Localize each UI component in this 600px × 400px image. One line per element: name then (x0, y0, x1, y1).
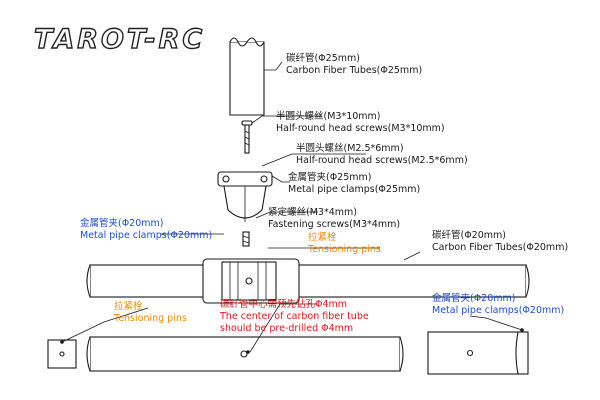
metal-clamp-20-center (202, 258, 300, 304)
label-text: 金属管夹(Φ20mm) (80, 217, 164, 229)
label-text: 半圆头螺丝(M3*10mm) (276, 110, 381, 122)
label-text: 碳纤管中心需预先钻孔Φ4mm (220, 298, 347, 310)
label-text: 金属管夹(Φ20mm) (432, 292, 516, 304)
screw-m3x10 (241, 120, 253, 154)
metal-clamp-20-side (427, 331, 529, 375)
tensioning-pin-block (47, 339, 77, 369)
leader-lines (61, 61, 523, 353)
label-text: 拉紧栓 (114, 300, 143, 312)
label-text: 拉紧栓 (308, 231, 337, 243)
label-clamp-20-left: 金属管夹(Φ20mm) Metal pipe clamps(Φ20mm) (80, 217, 212, 241)
label-text: 碳纤管(Φ25mm) (286, 52, 360, 64)
label-screw-m25x6: 半圆头螺丝(M2.5*6mm) Half-round head screws(M… (296, 142, 468, 166)
label-text: Metal pipe clamps(Φ20mm) (432, 305, 564, 316)
label-text: 紧定螺丝(M3*4mm) (268, 206, 357, 218)
label-text: Carbon Fiber Tubes(Φ20mm) (432, 242, 568, 253)
carbon-tube-25 (229, 37, 265, 116)
label-text: Fastening screws(M3*4mm) (268, 219, 400, 230)
label-predrill-note: 碳纤管中心需预先钻孔Φ4mm The center of carbon fibe… (219, 298, 369, 334)
carbon-tube-20-drilled (86, 336, 404, 372)
metal-clamp-25 (217, 171, 273, 222)
label-screw-m3x10: 半圆头螺丝(M3*10mm) Half-round head screws(M3… (276, 110, 445, 134)
label-text: 金属管夹(Φ25mm) (288, 171, 372, 183)
label-text: Half-round head screws(M3*10mm) (276, 123, 445, 134)
fastening-screw-m3x4 (242, 231, 250, 247)
label-fastening-screw: 紧定螺丝(M3*4mm) Fastening screws(M3*4mm) (268, 206, 400, 230)
label-carbon-25: 碳纤管(Φ25mm) Carbon Fiber Tubes(Φ25mm) (286, 52, 422, 76)
brand-logo: TAROT-RC (34, 24, 205, 55)
label-tensioning-pin-top: 拉紧栓 Tensioning pins (307, 231, 381, 255)
label-text: Carbon Fiber Tubes(Φ25mm) (286, 65, 422, 76)
label-clamp-25: 金属管夹(Φ25mm) Metal pipe clamps(Φ25mm) (288, 171, 420, 195)
label-text: Metal pipe clamps(Φ20mm) (80, 230, 212, 241)
label-text: The center of carbon fiber tube (219, 311, 369, 322)
label-clamp-20-right: 金属管夹(Φ20mm) Metal pipe clamps(Φ20mm) (432, 292, 564, 316)
label-text: 碳纤管(Φ20mm) (432, 229, 506, 241)
label-text: should be pre-drilled Φ4mm (220, 323, 353, 334)
label-text: Half-round head screws(M2.5*6mm) (296, 155, 468, 166)
label-carbon-20: 碳纤管(Φ20mm) Carbon Fiber Tubes(Φ20mm) (432, 229, 568, 253)
carbon-tube-20 (86, 264, 530, 298)
label-text: Tensioning pins (113, 313, 187, 324)
label-text: 半圆头螺丝(M2.5*6mm) (296, 142, 404, 154)
label-text: Metal pipe clamps(Φ25mm) (288, 184, 420, 195)
label-tensioning-pin-bottom: 拉紧栓 Tensioning pins (113, 300, 187, 324)
leader-arrows (60, 328, 524, 354)
label-text: Tensioning pins (307, 244, 381, 255)
